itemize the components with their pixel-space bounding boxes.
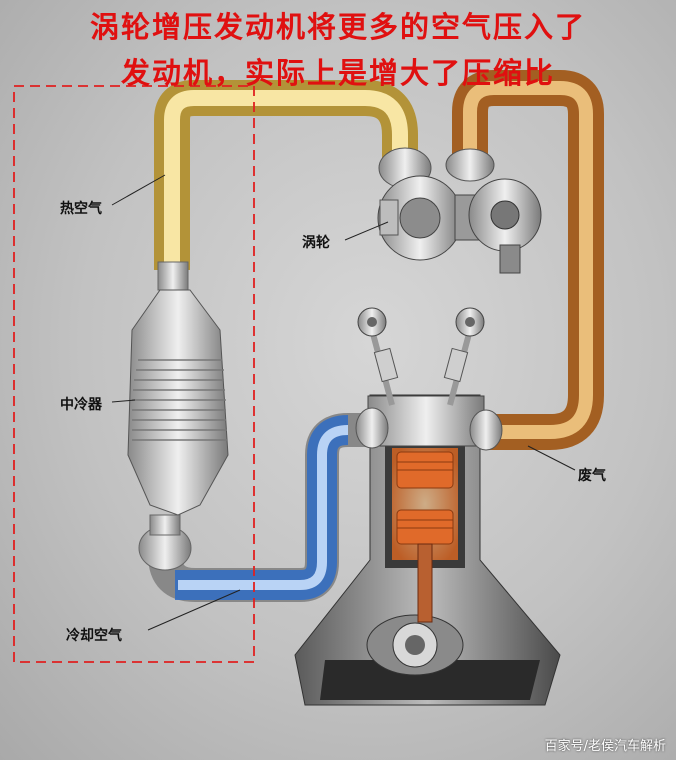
intercooler: [127, 261, 229, 536]
exhaust-pipe: [452, 70, 604, 450]
label-hot-air: 热空气: [60, 201, 102, 217]
title-line-1: 涡轮增压发动机将更多的空气压入了: [89, 10, 586, 44]
cylinder-head: [355, 395, 503, 451]
label-intercooler: 中冷器: [60, 397, 102, 413]
dashed-box: [13, 85, 255, 663]
hot-air-pipe: [154, 80, 418, 270]
label-exhaust: 废气: [578, 468, 606, 484]
turbocharger: [377, 147, 542, 274]
label-turbo: 涡轮: [302, 235, 330, 251]
leader-lines: [111, 174, 576, 631]
watermark: 百家号/老侯汽车解析: [544, 739, 666, 754]
cool-air-pipe: [138, 413, 375, 602]
title-line-2: 发动机，实际上是增大了压缩比: [120, 56, 555, 90]
valves: [357, 307, 485, 406]
label-cool-air: 冷却空气: [66, 628, 122, 644]
pistons: [396, 451, 454, 623]
